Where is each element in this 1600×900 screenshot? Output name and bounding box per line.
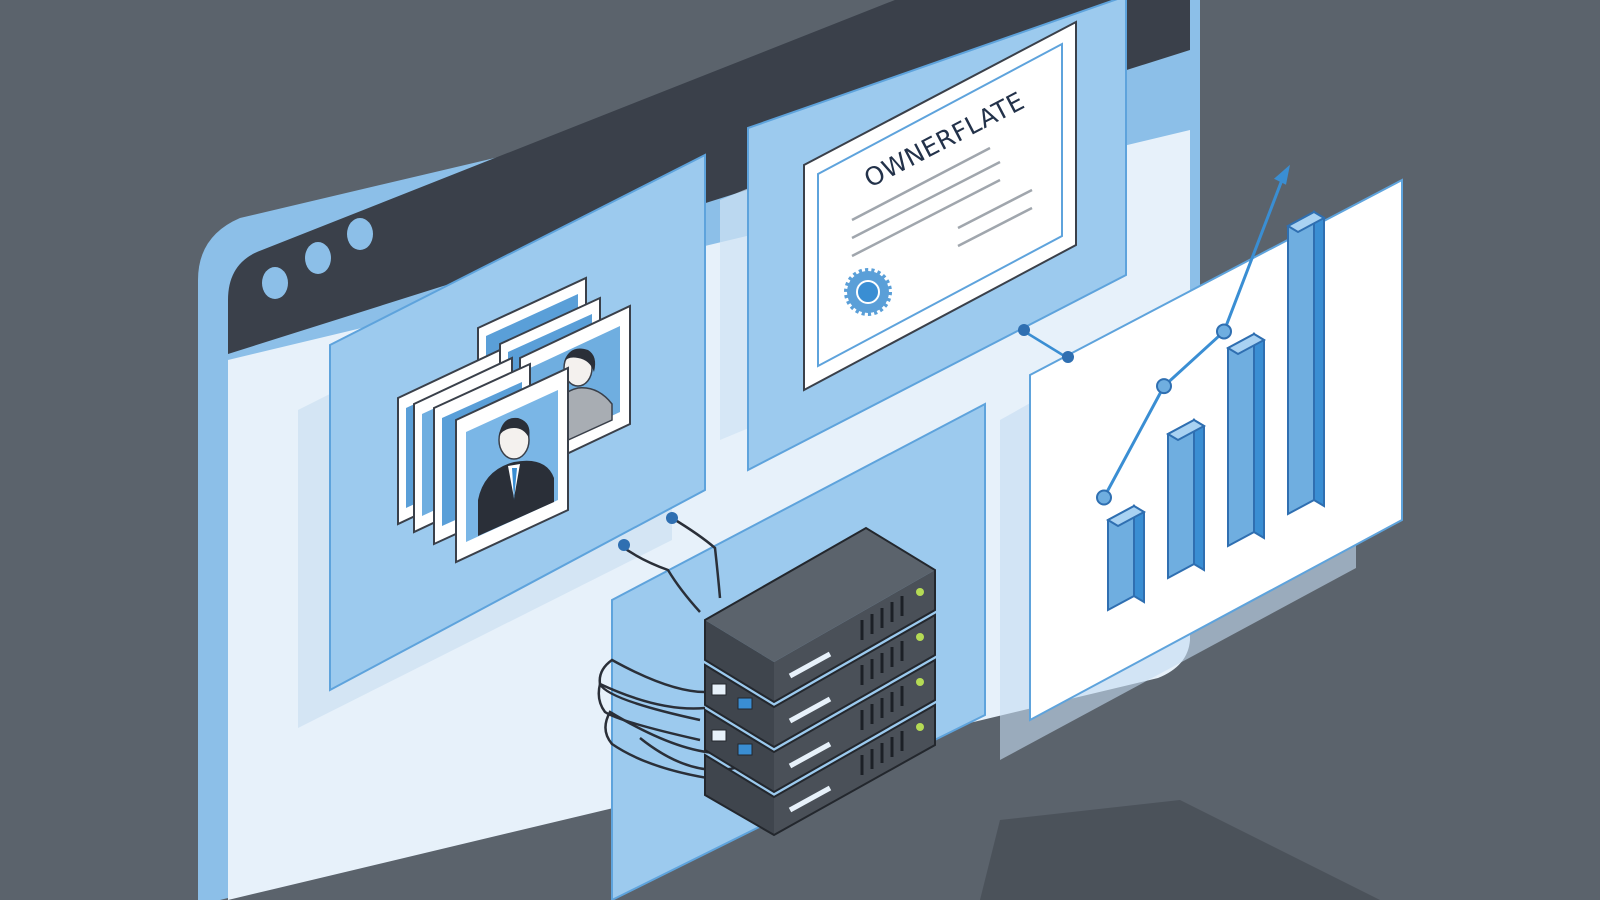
- chart-bar: [1225, 332, 1267, 548]
- connector-lines: [597, 328, 1067, 782]
- chart-bar: [1165, 418, 1207, 580]
- server-unit: [704, 703, 936, 837]
- chart-bar: [1105, 504, 1147, 612]
- chart-bar: [1285, 210, 1327, 516]
- certificate-text-lines: [851, 146, 1033, 258]
- trend-point: [1216, 323, 1232, 340]
- trend-point: [1096, 489, 1112, 506]
- window-dot[interactable]: [305, 242, 331, 274]
- connector-nodes: [618, 324, 1074, 551]
- server-unit: [704, 658, 936, 794]
- trend-arrow-icon: [1274, 164, 1290, 185]
- window-dot[interactable]: [347, 218, 373, 250]
- server-unit: [704, 613, 936, 749]
- window-dot[interactable]: [262, 267, 288, 299]
- certificate-seal-icon: [844, 268, 892, 316]
- certificate-panel[interactable]: OWNERFLATE: [747, 0, 1127, 472]
- trend-line: [1102, 174, 1286, 499]
- chart-plot: [1096, 164, 1327, 612]
- server-unit: [704, 526, 936, 704]
- chart-panel[interactable]: [1000, 164, 1403, 760]
- photos-panel[interactable]: [329, 153, 706, 692]
- server-rack-icon: [704, 526, 936, 837]
- floor-shadow: [980, 800, 1380, 900]
- certificate-document: OWNERFLATE: [803, 20, 1077, 392]
- trend-point: [1156, 378, 1172, 395]
- window-controls[interactable]: [262, 218, 373, 299]
- id-photo-stack-icon: [397, 276, 631, 564]
